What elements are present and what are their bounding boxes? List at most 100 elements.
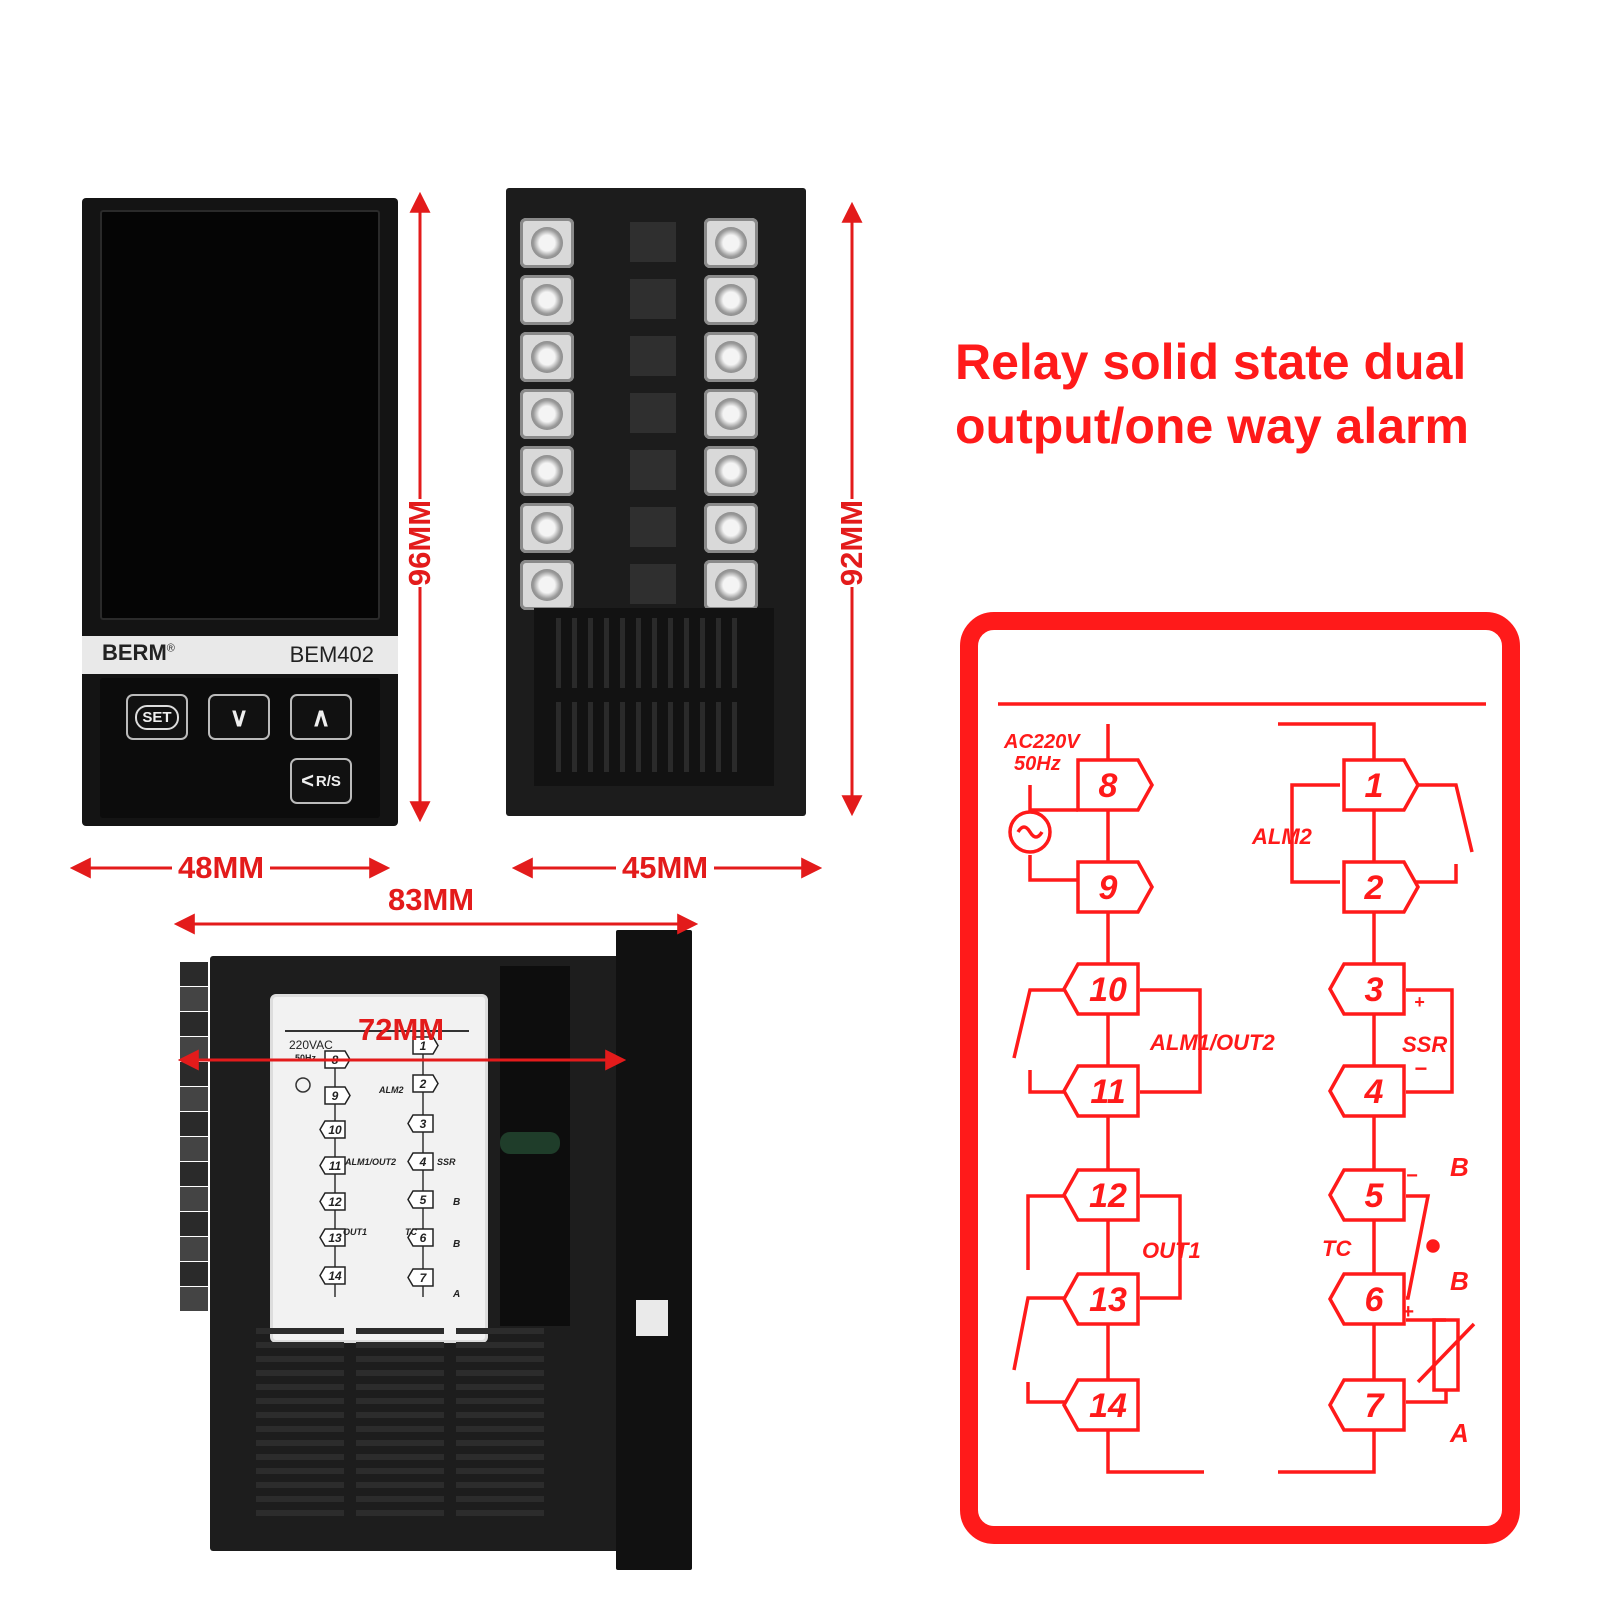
diagram-terminal-14: 14 bbox=[1061, 1378, 1140, 1432]
diagram-terminal-9: 9 bbox=[1076, 860, 1155, 914]
vent-slot bbox=[668, 618, 673, 688]
terminal-screw-left bbox=[520, 332, 574, 382]
side-terminal-5: 5 bbox=[407, 1190, 434, 1209]
front-view-device: BERM® BEM402 SET ∨ ∧ <R/S bbox=[82, 198, 398, 826]
vent-slot bbox=[620, 618, 625, 688]
brand-name: BERM® bbox=[102, 640, 175, 665]
vent-slot bbox=[572, 618, 577, 688]
svg-text:10: 10 bbox=[1089, 971, 1127, 1009]
display-screen bbox=[100, 210, 380, 620]
svg-text:6: 6 bbox=[1365, 1281, 1385, 1319]
grille-slot bbox=[256, 1454, 344, 1460]
vent-slot bbox=[700, 618, 705, 688]
tc-minus: − bbox=[1406, 1165, 1418, 1187]
tc-plus: + bbox=[1402, 1301, 1414, 1323]
diagram-terminal-13: 13 bbox=[1061, 1272, 1140, 1326]
svg-text:13: 13 bbox=[328, 1231, 342, 1245]
svg-text:9: 9 bbox=[332, 1089, 339, 1103]
grille-slot bbox=[456, 1384, 544, 1390]
up-button[interactable]: ∧ bbox=[290, 694, 352, 740]
diagram-terminal-3: 3 bbox=[1327, 962, 1406, 1016]
svg-text:9: 9 bbox=[1099, 869, 1118, 907]
rear-view-device bbox=[506, 188, 806, 816]
vent-slot bbox=[636, 618, 641, 688]
front-width-label: 48MM bbox=[172, 850, 271, 886]
grille-slot bbox=[356, 1328, 444, 1334]
terminal-edge bbox=[180, 1137, 208, 1161]
vent-slot bbox=[716, 702, 721, 772]
terminal-screw-right bbox=[704, 218, 758, 268]
wiring-lines bbox=[998, 702, 1486, 1474]
set-button[interactable]: SET bbox=[126, 694, 188, 740]
rs-button[interactable]: <R/S bbox=[290, 758, 352, 804]
grille-slot bbox=[356, 1440, 444, 1446]
vent-slot bbox=[732, 702, 737, 772]
terminal-screw-right bbox=[704, 332, 758, 382]
terminal-separator bbox=[630, 393, 676, 433]
grille-slot bbox=[456, 1426, 544, 1432]
svg-text:12: 12 bbox=[328, 1195, 342, 1209]
svg-text:12: 12 bbox=[1089, 1177, 1127, 1215]
grille-slot bbox=[456, 1468, 544, 1474]
side-terminal-12: 12 bbox=[319, 1192, 346, 1211]
svg-text:3: 3 bbox=[420, 1117, 427, 1131]
out1-label: OUT1 bbox=[1142, 1238, 1201, 1263]
vent-slot bbox=[636, 702, 641, 772]
side-alm1-label: ALM1/OUT2 bbox=[344, 1157, 396, 1167]
svg-text:2: 2 bbox=[419, 1077, 427, 1091]
svg-text:11: 11 bbox=[1090, 1073, 1125, 1111]
vent-slot bbox=[556, 618, 561, 688]
grille-slot bbox=[256, 1440, 344, 1446]
vent-slot bbox=[732, 618, 737, 688]
grille-slot bbox=[356, 1454, 444, 1460]
terminal-edge bbox=[180, 1012, 208, 1036]
grille-slot bbox=[356, 1356, 444, 1362]
grille-slot bbox=[256, 1384, 344, 1390]
grille-slot bbox=[456, 1454, 544, 1460]
side-terminal-11: 11 bbox=[319, 1156, 346, 1175]
total-depth-label: 83MM bbox=[388, 882, 475, 917]
terminal-screw-left bbox=[520, 503, 574, 553]
side-power-label: 220VAC bbox=[289, 1038, 333, 1052]
diagram-terminal-7: 7 bbox=[1327, 1378, 1406, 1432]
ssr-minus: − bbox=[1414, 1056, 1427, 1081]
svg-text:14: 14 bbox=[328, 1269, 342, 1283]
svg-text:3: 3 bbox=[1365, 971, 1384, 1009]
terminal-screw-left bbox=[520, 446, 574, 496]
grille-slot bbox=[356, 1412, 444, 1418]
terminal-edge bbox=[180, 1262, 208, 1286]
terminal-separator bbox=[630, 336, 676, 376]
grille-slot bbox=[356, 1468, 444, 1474]
diagram-terminal-1: 1 bbox=[1342, 758, 1421, 812]
grille-slot bbox=[356, 1426, 444, 1432]
down-button[interactable]: ∨ bbox=[208, 694, 270, 740]
grille-slot bbox=[256, 1426, 344, 1432]
power-label-line1: AC220V bbox=[1003, 731, 1081, 753]
side-terminal-3: 3 bbox=[407, 1114, 434, 1133]
terminal-screw-left bbox=[520, 218, 574, 268]
rear-vent-block bbox=[534, 608, 774, 786]
keypad: SET ∨ ∧ <R/S bbox=[100, 678, 380, 818]
terminal-separator bbox=[630, 564, 676, 604]
rear-width-label: 45MM bbox=[616, 850, 715, 886]
tc-label: TC bbox=[1322, 1236, 1352, 1261]
terminal-edge bbox=[180, 1112, 208, 1136]
vent-slot bbox=[700, 702, 705, 772]
svg-text:5: 5 bbox=[420, 1193, 427, 1207]
back-arrow-icon: < bbox=[301, 768, 314, 793]
grille-slot bbox=[256, 1356, 344, 1362]
vent-slot bbox=[604, 618, 609, 688]
svg-text:11: 11 bbox=[329, 1159, 342, 1173]
grille-slot bbox=[456, 1482, 544, 1488]
svg-text:5: 5 bbox=[1365, 1177, 1385, 1215]
grille-slot bbox=[356, 1342, 444, 1348]
vent-slot bbox=[604, 702, 609, 772]
bezel-strip bbox=[636, 1300, 668, 1336]
terminal-screw-right bbox=[704, 389, 758, 439]
diagram-terminal-12: 12 bbox=[1061, 1168, 1140, 1222]
svg-text:13: 13 bbox=[1089, 1281, 1127, 1319]
side-tc-label: TC bbox=[405, 1227, 417, 1237]
headline-line-2: output/one way alarm bbox=[955, 398, 1469, 454]
grille-slot bbox=[356, 1496, 444, 1502]
